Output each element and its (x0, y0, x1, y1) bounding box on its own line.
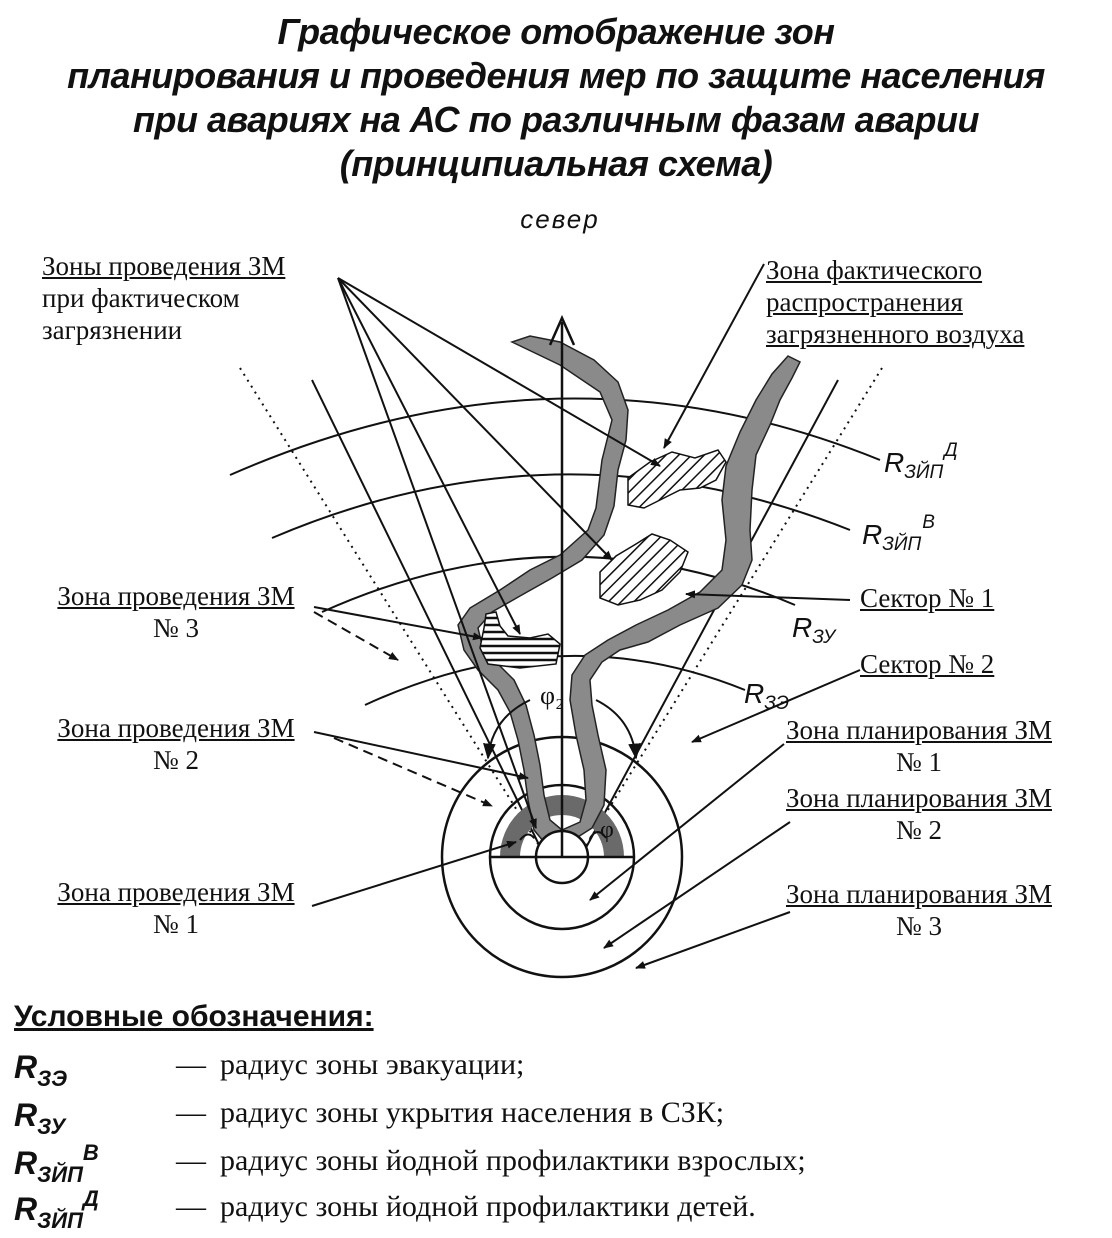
north-arrow-head (548, 314, 576, 346)
phi-left-arc (519, 833, 535, 841)
striped-patch-lower (479, 611, 561, 669)
leader-zm1 (311, 840, 517, 907)
label-plan-2-line-2: № 2 (895, 815, 942, 845)
legend-title: Условные обозначения: (14, 1000, 374, 1033)
leader-sector-1 (685, 590, 851, 601)
arc-r-zyip-v (271, 473, 851, 539)
phi-right-arc (589, 831, 607, 839)
leader-zm2-solid (313, 731, 529, 781)
angle-label-phi: φ (600, 817, 614, 843)
north-label: север (520, 204, 600, 234)
contaminated-plume (457, 335, 802, 843)
title-line-1: Графическое отображение зон (277, 11, 835, 52)
label-plan-3-line-2: № 3 (895, 911, 942, 941)
hatched-patch-middle (599, 533, 689, 606)
label-plan-3: Зона планирования ЗМ № 3 (764, 878, 1074, 942)
radius-label-zyip-v: RЗЙПВ (862, 512, 935, 555)
label-air-line-2: распространения (766, 287, 963, 317)
angle-label-phi2: φ₂ (540, 681, 565, 710)
leader-sector-2 (691, 669, 861, 743)
sector-1-right-boundary (581, 379, 839, 856)
label-zm-actual-line-1: Зоны проведения ЗМ (42, 251, 286, 281)
label-zm3-line-2: № 3 (152, 613, 199, 643)
label-zm1: Зона проведения ЗМ № 1 (40, 876, 312, 940)
phi2-left-arrow (483, 699, 531, 760)
label-zm2-line-2: № 2 (152, 745, 199, 775)
leader-air (663, 263, 765, 449)
arc-r-zyip-d (229, 397, 881, 476)
label-plan-2: Зона планирования ЗМ № 2 (764, 782, 1074, 846)
leader-plan-3 (635, 911, 791, 969)
radius-label-zu: RЗУ (792, 612, 836, 648)
legend-symbol: RЗЙПВ (14, 1140, 99, 1187)
label-plan-3-line-1: Зона планирования ЗМ (786, 879, 1052, 909)
legend-dash: — (176, 1190, 206, 1223)
diagram-title: Графическое отображение зон планирования… (0, 10, 1112, 186)
label-zm3-line-1: Зона проведения ЗМ (57, 581, 295, 611)
phi2-right-arrow (595, 699, 641, 760)
label-air-zone: Зона фактического распространения загряз… (766, 254, 1024, 350)
title-line-2: планирования и проведения мер по защите … (67, 55, 1045, 96)
legend-dash: — (176, 1144, 206, 1177)
leader-zm3-dashed (313, 611, 399, 661)
legend-text: радиус зоны йодной профилактики взрослых… (220, 1144, 806, 1177)
label-air-line-3: загрязненного воздуха (766, 319, 1025, 349)
legend-symbol: RЗЙПД (14, 1186, 99, 1233)
label-zm1-line-2: № 1 (152, 909, 199, 939)
radius-label-ze: RЗЭ (744, 678, 790, 714)
label-plan-1-line-2: № 1 (895, 747, 942, 777)
legend-text: радиус зоны укрытия населения в СЗК; (220, 1096, 725, 1129)
zones-diagram (229, 263, 883, 979)
legend-row-ze: RЗЭ — радиус зоны эвакуации; (14, 1044, 1104, 1091)
legend-symbol: RЗЭ (14, 1049, 68, 1091)
sector-1-left-boundary (311, 379, 545, 856)
label-zm2-line-1: Зона проведения ЗМ (57, 713, 295, 743)
label-sector-1: Сектор № 1 (860, 583, 995, 613)
hatched-patch-upper (627, 449, 727, 509)
label-zm3: Зона проведения ЗМ № 3 (40, 580, 312, 644)
title-line-4: (принципиальная схема) (339, 143, 773, 184)
legend-text: радиус зоны эвакуации; (220, 1048, 525, 1081)
sector-2-right-boundary (579, 367, 883, 856)
leader-actual-2 (337, 277, 613, 561)
leader-zm2-dashed (333, 737, 493, 807)
legend-text: радиус зоны йодной профилактики детей. (220, 1190, 756, 1223)
label-plan-2-line-1: Зона планирования ЗМ (786, 783, 1052, 813)
leader-plan-2 (603, 821, 791, 949)
label-sector-2: Сектор № 2 (860, 649, 995, 679)
legend-dash: — (176, 1096, 206, 1129)
legend-dash: — (176, 1048, 206, 1081)
legend-row-zyip-v: RЗЙПВ — радиус зоны йодной профилактики … (14, 1140, 1104, 1187)
label-plan-1: Зона планирования ЗМ № 1 (764, 714, 1074, 778)
legend-row-zyip-d: RЗЙПД — радиус зоны йодной профилактики … (14, 1186, 1104, 1233)
label-zm-actual: Зоны проведения ЗМ при фактическом загря… (42, 250, 285, 346)
legend-row-zu: RЗУ — радиус зоны укрытия населения в СЗ… (14, 1092, 1104, 1139)
leader-zm3-solid (313, 606, 483, 641)
leader-plan-1 (589, 743, 785, 901)
label-air-line-1: Зона фактического (766, 255, 983, 285)
label-plan-1-line-1: Зона планирования ЗМ (786, 715, 1052, 745)
leader-actual-4 (337, 277, 537, 829)
title-line-3: при авариях на АС по различным фазам ава… (133, 99, 980, 140)
leader-actual-1 (337, 277, 661, 467)
radius-label-zyip-d: RЗЙПД (884, 440, 958, 483)
label-zm1-line-1: Зона проведения ЗМ (57, 877, 295, 907)
leader-actual-3 (337, 277, 521, 635)
legend-symbol: RЗУ (14, 1097, 66, 1139)
label-zm-actual-line-3: загрязнении (42, 315, 183, 345)
sector-2-left-boundary (239, 367, 546, 856)
label-zm2: Зона проведения ЗМ № 2 (40, 712, 312, 776)
label-zm-actual-line-2: при фактическом (42, 283, 240, 313)
